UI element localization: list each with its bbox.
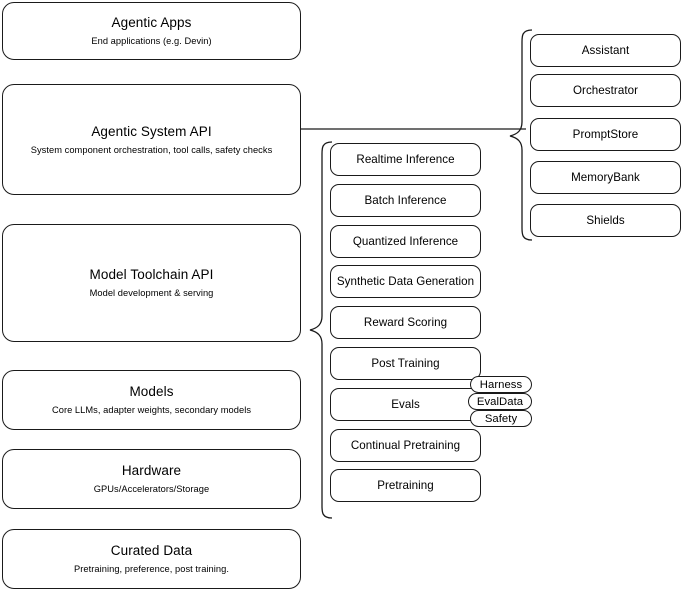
layer-subtitle: Model development & serving [89,288,214,298]
system-api-connector-line [301,128,526,130]
component-box-pretraining[interactable]: Pretraining [330,469,481,502]
layer-title: Curated Data [110,543,193,558]
component-label: Assistant [581,44,630,57]
component-label: Batch Inference [364,194,447,207]
component-label: Continual Pretraining [350,439,461,452]
layer-box-model-toolchain-api[interactable]: Model Toolchain API Model development & … [2,224,301,342]
layer-subtitle: System component orchestration, tool cal… [30,144,273,155]
component-box-quantized-inference[interactable]: Quantized Inference [330,225,481,258]
eval-tag-harness[interactable]: Harness [470,376,532,393]
component-box-continual-pretraining[interactable]: Continual Pretraining [330,429,481,462]
component-box-assistant[interactable]: Assistant [530,34,681,67]
component-box-orchestrator[interactable]: Orchestrator [530,74,681,107]
component-label: Synthetic Data Generation [336,275,475,288]
eval-tag-label: Harness [479,378,523,391]
component-label: Orchestrator [572,84,639,97]
component-box-promptstore[interactable]: PromptStore [530,118,681,151]
eval-tag-label: Safety [484,412,518,425]
component-box-batch-inference[interactable]: Batch Inference [330,184,481,217]
layer-title: Agentic System API [91,123,212,139]
component-box-realtime-inference[interactable]: Realtime Inference [330,143,481,176]
layer-subtitle: Core LLMs, adapter weights, secondary mo… [51,405,252,415]
layer-title: Models [129,384,174,399]
component-label: MemoryBank [571,171,640,184]
component-box-memorybank[interactable]: MemoryBank [530,161,681,194]
component-box-synthetic-data-generation[interactable]: Synthetic Data Generation [330,265,481,298]
component-label: Realtime Inference [356,153,455,166]
layer-box-models[interactable]: Models Core LLMs, adapter weights, secon… [2,370,301,430]
layer-box-agentic-apps[interactable]: Agentic Apps End applications (e.g. Devi… [2,2,301,60]
component-box-evals[interactable]: Evals [330,388,481,421]
component-box-post-training[interactable]: Post Training [330,347,481,380]
component-label: Quantized Inference [352,235,459,248]
component-label: Shields [586,214,625,227]
component-label: Evals [391,398,420,411]
layer-subtitle: GPUs/Accelerators/Storage [93,484,210,494]
component-label: Reward Scoring [363,316,448,329]
component-label: Pretraining [377,479,434,492]
layer-box-hardware[interactable]: Hardware GPUs/Accelerators/Storage [2,449,301,509]
component-box-shields[interactable]: Shields [530,204,681,237]
eval-tag-label: EvalData [476,395,524,408]
component-label: PromptStore [572,128,639,141]
eval-tag-evaldata[interactable]: EvalData [468,393,532,410]
layer-box-curated-data[interactable]: Curated Data Pretraining, preference, po… [2,529,301,589]
layer-subtitle: Pretraining, preference, post training. [74,564,229,574]
eval-tag-safety[interactable]: Safety [470,410,532,427]
layer-subtitle: End applications (e.g. Devin) [91,36,212,46]
layer-title: Hardware [121,463,182,478]
component-box-reward-scoring[interactable]: Reward Scoring [330,306,481,339]
component-label: Post Training [371,357,440,370]
layer-title: Model Toolchain API [89,267,214,282]
layer-title: Agentic Apps [111,15,192,30]
layer-box-agentic-system-api[interactable]: Agentic System API System component orch… [2,84,301,195]
